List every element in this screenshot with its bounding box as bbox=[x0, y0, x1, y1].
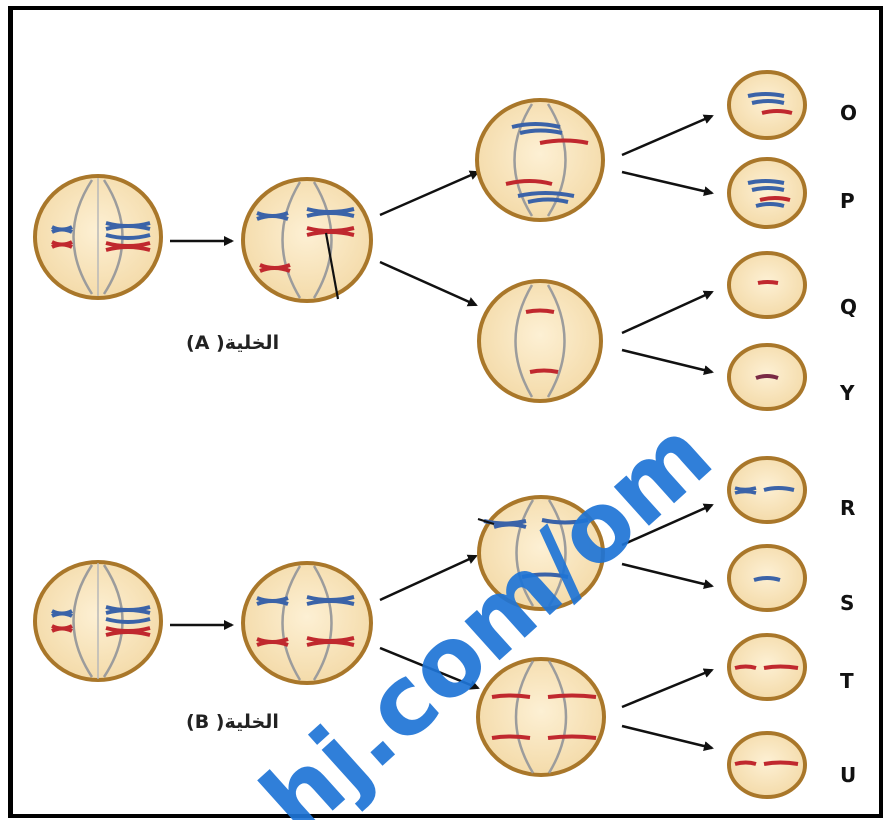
arrow-to-u bbox=[621, 724, 714, 751]
arrow-a-to-upper-secondary bbox=[379, 170, 480, 217]
arrow-a-to-lower-secondary bbox=[379, 260, 478, 307]
arrow-to-t bbox=[621, 668, 714, 709]
arrow-to-o bbox=[621, 114, 714, 157]
arrow-to-r bbox=[621, 503, 714, 547]
metaphase-cell-b bbox=[241, 561, 373, 685]
letter-t: T bbox=[840, 669, 854, 693]
letter-q: Q bbox=[840, 295, 857, 319]
gamete-q bbox=[727, 251, 807, 319]
chromosome-pair-red-large bbox=[105, 241, 151, 252]
arrow-to-q bbox=[621, 290, 714, 335]
cell-label-a: الخلية( A) bbox=[186, 332, 279, 354]
letter-s: S bbox=[840, 591, 854, 615]
secondary-cell-a-lower bbox=[477, 279, 603, 403]
arrow-b-to-lower-secondary bbox=[379, 646, 480, 690]
gamete-u bbox=[727, 731, 807, 799]
secondary-cell-b-lower bbox=[476, 657, 606, 777]
arrow-to-s bbox=[621, 562, 714, 589]
parent-cell-b bbox=[33, 560, 163, 682]
gamete-p bbox=[727, 157, 807, 229]
arrow-to-p bbox=[621, 170, 714, 197]
secondary-cell-a-upper bbox=[475, 98, 605, 222]
arrow-b-to-upper-secondary bbox=[379, 554, 478, 602]
secondary-cell-b-upper bbox=[477, 495, 605, 611]
gamete-s bbox=[727, 544, 807, 612]
gamete-y bbox=[727, 343, 807, 411]
chromosome-pair-blue-small bbox=[51, 225, 73, 234]
gamete-r bbox=[727, 456, 807, 524]
chromosome-pair-blue-large bbox=[105, 221, 151, 240]
letter-r: R bbox=[840, 496, 855, 520]
gamete-o bbox=[727, 70, 807, 140]
letter-p: P bbox=[840, 189, 855, 213]
gamete-t bbox=[727, 633, 807, 701]
letter-u: U bbox=[840, 763, 856, 787]
arrow-to-y bbox=[621, 348, 714, 375]
metaphase-cell-a bbox=[241, 177, 373, 303]
letter-o: O bbox=[840, 101, 857, 125]
chromosome-pair-red-small bbox=[51, 240, 73, 249]
parent-cell-a bbox=[33, 174, 163, 300]
letter-y: Y bbox=[839, 381, 855, 405]
cell-label-b: الخلية( B) bbox=[186, 711, 279, 733]
